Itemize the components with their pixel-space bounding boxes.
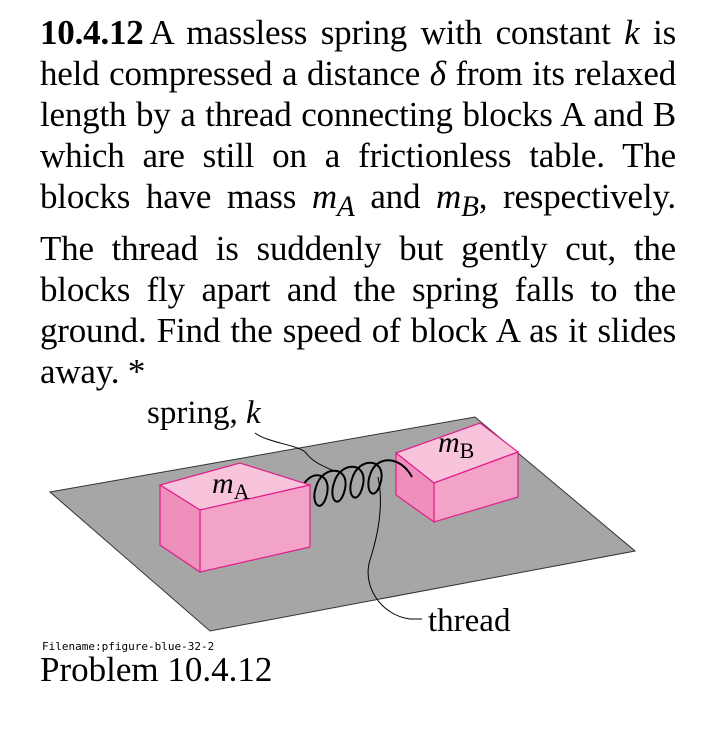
- spring: [299, 459, 413, 507]
- filename-label: Filename:pfigure-blue-32-2: [42, 640, 215, 653]
- problem-text-and: and: [354, 177, 437, 216]
- thread-label: thread: [428, 603, 511, 639]
- problem-text-part2: is held compressed a distance: [40, 13, 676, 93]
- block-b-label-sub: B: [460, 438, 475, 463]
- delta-symbol: δ: [429, 54, 446, 93]
- spring-constant-symbol: k: [624, 13, 640, 52]
- figure-caption: Problem 10.4.12: [40, 650, 273, 689]
- problem-text-part1: A massless spring with constant: [149, 13, 625, 52]
- spring-coil: [351, 461, 383, 495]
- svg-text:mB: mB: [438, 426, 474, 463]
- spring-label-leader: [254, 432, 335, 472]
- svg-text:spring, k: spring, k: [147, 395, 262, 431]
- frictionless-table: [48, 416, 637, 632]
- spring-label-k: k: [246, 395, 262, 431]
- spring-coil: [333, 465, 365, 499]
- difficulty-star: *: [119, 352, 146, 391]
- problem-text-part4: , respectively. The thread is suddenly b…: [40, 177, 676, 391]
- spring-label: spring,: [147, 395, 246, 431]
- block-a-label-sub: A: [234, 479, 250, 504]
- svg-text:mA: mA: [212, 467, 250, 504]
- spring-coil: [315, 469, 347, 503]
- block-b-side: [395, 451, 435, 524]
- spring-blocks-figure: mB mA spring, k thread: [48, 395, 637, 639]
- problem-text-part3: from its relaxed length by a thread conn…: [40, 54, 676, 216]
- thread: [367, 476, 422, 620]
- block-b: mB: [394, 422, 520, 524]
- mass-a-subscript: A: [336, 191, 355, 223]
- spring-coil: [369, 459, 413, 478]
- mass-b-subscript: B: [461, 191, 479, 223]
- block-a-side: [159, 483, 201, 574]
- mass-b-symbol: m: [436, 177, 462, 216]
- spring-coil: [299, 474, 329, 507]
- block-b-label-m: m: [438, 426, 460, 459]
- block-a-label-m: m: [212, 467, 234, 500]
- problem-number: 10.4.12: [40, 13, 144, 52]
- block-a: mA: [158, 462, 313, 574]
- mass-a-symbol: m: [311, 177, 337, 216]
